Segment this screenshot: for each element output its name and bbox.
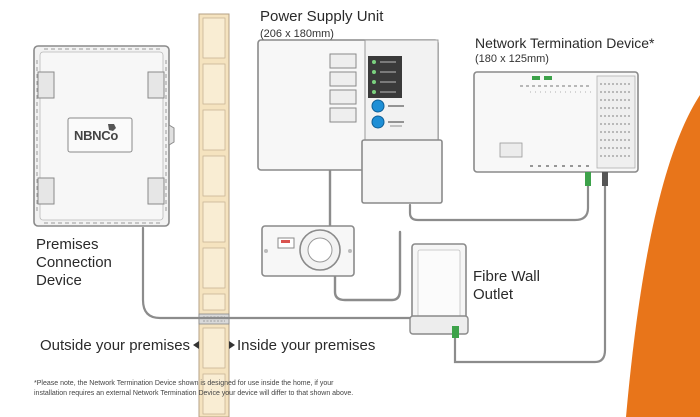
fwo-label-line1: Fibre Wall [473,268,540,285]
power-cord-lead [333,230,402,302]
nbn-logo-icon [108,124,116,131]
triangle-left-icon [193,341,199,349]
inside-premises-label: Inside your premises [237,337,376,354]
premises-connection-device [33,45,175,227]
fibre-cable-external [141,226,427,320]
psu-blue-button-2 [371,115,385,129]
footnote-line2: installation requires an external Networ… [34,390,354,397]
psu-ntd-cable [408,184,590,222]
brand-logo: NBNCo [74,128,118,143]
footnote: *Please note, the Network Termination De… [34,379,494,399]
footnote-line1: *Please note, the Network Termination De… [34,380,334,387]
ntd-size: (180 x 125mm) [475,53,549,65]
wall [198,13,230,417]
psu-led-2 [372,70,376,74]
power-outlet [261,225,355,277]
pcd-label-line2: Connection [36,254,112,271]
psu-led-1 [372,60,376,64]
psu-title: Power Supply Unit [260,8,384,25]
fwo-label: Fibre Wall Outlet [473,268,540,304]
power-supply-unit [257,39,443,204]
ntd-title: Network Termination Device* [475,35,655,51]
triangle-right-icon [229,341,235,349]
pcd-label-line1: Premises [36,236,99,253]
psu-blue-button-1 [371,99,385,113]
pcd-label-line3: Device [36,272,82,289]
psu-led-4 [372,90,376,94]
network-termination-device [473,71,639,186]
fibre-patch-lead [453,184,607,364]
psu-size: (206 x 180mm) [260,28,334,40]
psu-led-3 [372,80,376,84]
pcd-label: Premises Connection Device [36,236,112,290]
orange-swoosh [626,95,700,417]
fibre-wall-outlet [409,243,469,338]
outside-premises-label: Outside your premises [40,337,191,354]
fwo-label-line2: Outlet [473,286,514,303]
